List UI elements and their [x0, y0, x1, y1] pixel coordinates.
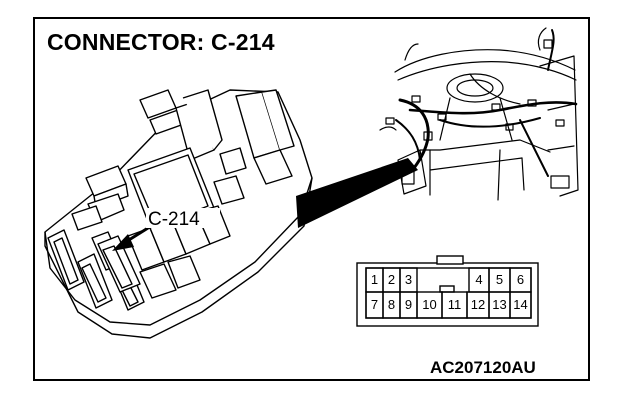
pin-7: 7 [370, 297, 379, 312]
pin-14: 14 [513, 297, 528, 312]
pin-6: 6 [516, 272, 525, 287]
pin-12: 12 [470, 297, 486, 312]
junction-block [44, 89, 313, 339]
pin-9: 9 [404, 297, 413, 312]
diagram-title: CONNECTOR: C-214 [47, 29, 275, 55]
pin-5: 5 [495, 272, 504, 287]
pin-11: 11 [447, 297, 462, 312]
connector-face [356, 255, 539, 327]
pin-8: 8 [387, 297, 396, 312]
pin-4: 4 [475, 272, 483, 287]
pin-13: 13 [492, 297, 507, 312]
pin-1: 1 [370, 272, 379, 287]
pin-3: 3 [404, 272, 413, 287]
dashboard-harness [379, 27, 579, 201]
pin-2: 2 [387, 272, 396, 287]
figure-code: AC207120AU [430, 358, 536, 377]
callout-arrow [112, 226, 149, 251]
callout-label: C-214 [148, 209, 200, 230]
location-pointer [296, 158, 418, 228]
callout-label-bg [146, 208, 220, 228]
pin-10: 10 [422, 297, 437, 312]
